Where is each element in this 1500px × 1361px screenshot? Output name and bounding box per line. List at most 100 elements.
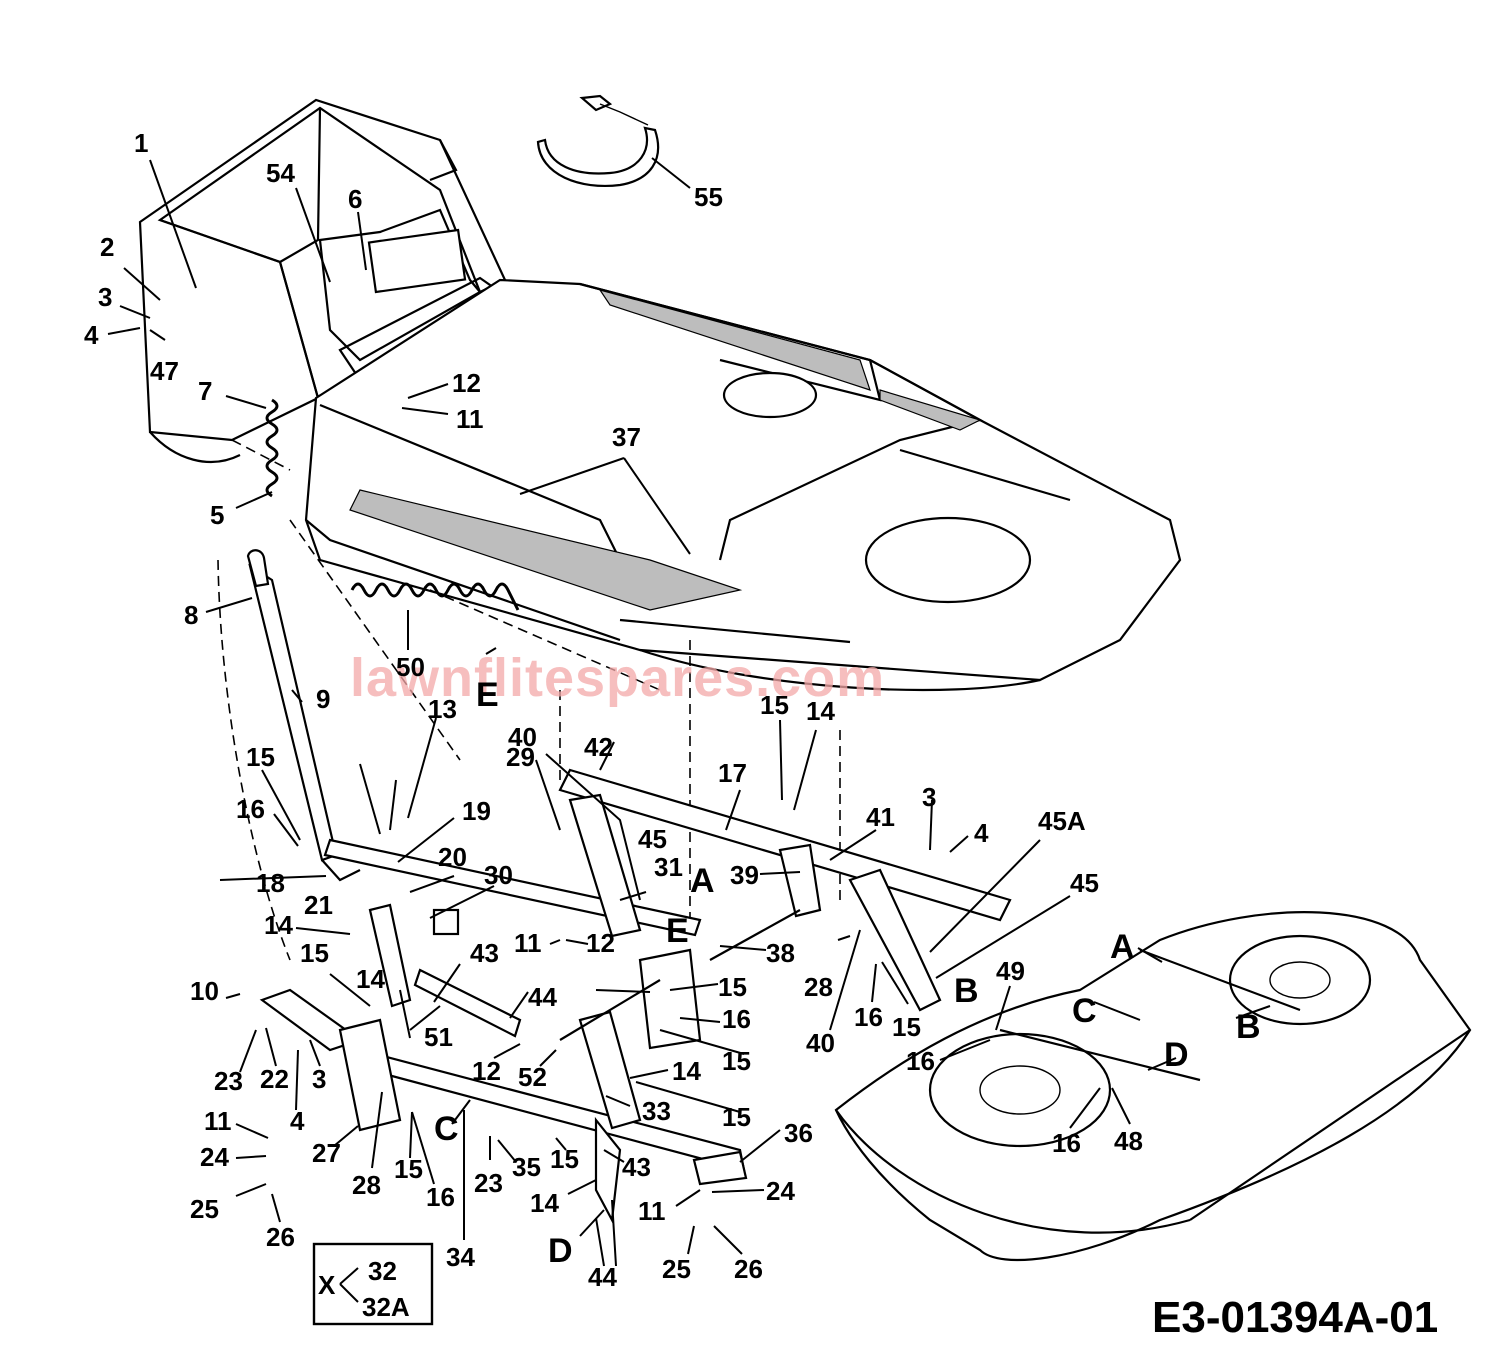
- legend-option-32: 32: [368, 1256, 397, 1286]
- callout-14-lower-mid: 14: [530, 1188, 559, 1218]
- callout-15-left: 15: [246, 742, 275, 772]
- callout-45-mid: 45: [638, 824, 667, 854]
- callout-7: 7: [198, 376, 212, 406]
- callout-11-lower-left: 11: [204, 1106, 232, 1136]
- callout-16-left: 16: [236, 794, 265, 824]
- callout-40-top: 40: [508, 722, 537, 752]
- callout-50: 50: [396, 652, 425, 682]
- callout-49: 49: [996, 956, 1025, 986]
- callout-41: 41: [866, 802, 895, 832]
- callout-C-lower: C: [434, 1110, 459, 1148]
- callout-15-bottom: 15: [394, 1154, 423, 1184]
- callout-23-lower: 23: [474, 1168, 503, 1198]
- callout-C-deck: C: [1072, 992, 1097, 1030]
- springs: [265, 398, 520, 611]
- callout-42: 42: [584, 732, 613, 762]
- callout-D-lower: D: [548, 1232, 573, 1270]
- callout-28-lower: 28: [352, 1170, 381, 1200]
- callout-11: 11: [456, 404, 484, 434]
- callout-55: 55: [694, 182, 723, 212]
- callout-16-right: 16: [854, 1002, 883, 1032]
- callout-24-right: 24: [766, 1176, 795, 1206]
- callout-45A: 45A: [1038, 806, 1086, 836]
- callout-16-deck: 16: [906, 1046, 935, 1076]
- callout-39: 39: [730, 860, 759, 890]
- callout-A-mid: A: [690, 862, 715, 900]
- callout-E-lower: E: [666, 912, 689, 950]
- callout-51: 51: [424, 1022, 453, 1052]
- callout-44-lower: 44: [588, 1262, 617, 1292]
- callout-54: 54: [266, 158, 295, 188]
- callout-24-left: 24: [200, 1142, 229, 1172]
- callout-43-mid: 43: [470, 938, 499, 968]
- callout-22: 22: [260, 1064, 289, 1094]
- callout-15-right: 15: [892, 1012, 921, 1042]
- callout-15-lower-right: 15: [722, 1102, 751, 1132]
- cross-shafts: [259, 768, 1012, 1224]
- callout-A-deck: A: [1110, 928, 1135, 966]
- callout-14-left: 14: [264, 910, 293, 940]
- callout-23-left: 23: [214, 1066, 243, 1096]
- callout-40-lower: 40: [806, 1028, 835, 1058]
- callout-16-mid-right: 16: [722, 1004, 751, 1034]
- callout-35: 35: [512, 1152, 541, 1182]
- mower-deck: [834, 911, 1472, 1262]
- callout-30: 30: [484, 860, 513, 890]
- drawing-code: E3-01394A-01: [1152, 1293, 1438, 1342]
- legend-option-32A: 32A: [362, 1292, 410, 1322]
- lift-linkage-outlines: [217, 439, 841, 961]
- callout-43-lower: 43: [622, 1152, 651, 1182]
- callout-52: 52: [518, 1062, 547, 1092]
- lift-handle: [246, 549, 361, 882]
- callout-31: 31: [654, 852, 683, 882]
- callout-16-deck-lower: 16: [1052, 1128, 1081, 1158]
- callout-45-right: 45: [1070, 868, 1099, 898]
- callout-D-deck: D: [1164, 1036, 1189, 1074]
- callout-28-right: 28: [804, 972, 833, 1002]
- callout-12-mid: 12: [586, 928, 615, 958]
- callout-14-top: 14: [806, 696, 835, 726]
- callout-9: 9: [316, 684, 330, 714]
- watermark-text: lawnflitespares.com: [350, 648, 885, 708]
- callout-17: 17: [718, 758, 747, 788]
- callout-4-right: 4: [974, 818, 989, 848]
- callout-19: 19: [462, 796, 491, 826]
- callout-38: 38: [766, 938, 795, 968]
- callout-14-lower-left: 14: [356, 964, 385, 994]
- callout-29: 29: [506, 742, 535, 772]
- clamp-55: [536, 94, 660, 187]
- callout-27: 27: [312, 1138, 341, 1168]
- callout-37: 37: [612, 422, 641, 452]
- callout-18: 18: [256, 868, 285, 898]
- callout-33: 33: [642, 1096, 671, 1126]
- callout-8: 8: [184, 600, 198, 630]
- callout-10: 10: [190, 976, 219, 1006]
- callout-48: 48: [1114, 1126, 1143, 1156]
- callout-3-right: 3: [922, 782, 936, 812]
- callout-1: 1: [134, 128, 148, 158]
- callout-15-mid-right: 15: [718, 972, 747, 1002]
- callout-44-mid: 44: [528, 982, 557, 1012]
- callout-labels: 1 2 3 4 47 54 6 55 7 12 11 5 37 8 50 E 9…: [84, 128, 1261, 1292]
- callout-14-mid-right: 14: [672, 1056, 701, 1086]
- callout-21: 21: [304, 890, 333, 920]
- legend-symbol: X: [318, 1270, 336, 1300]
- leader-lines: [107, 157, 1271, 1267]
- callout-11-mid: 11: [514, 928, 542, 958]
- callout-15-top: 15: [760, 690, 789, 720]
- callout-12: 12: [452, 368, 481, 398]
- callout-36: 36: [784, 1118, 813, 1148]
- callout-B-left: B: [954, 972, 979, 1010]
- callout-26-left: 26: [266, 1222, 295, 1252]
- callout-3: 3: [98, 282, 112, 312]
- callout-25-left: 25: [190, 1194, 219, 1224]
- callout-6: 6: [348, 184, 362, 214]
- callout-4: 4: [84, 320, 99, 350]
- callout-12-lower: 12: [472, 1056, 501, 1086]
- legend-box: [312, 1242, 434, 1326]
- footplate-body: [304, 278, 1182, 692]
- callout-15-lower-left: 15: [300, 938, 329, 968]
- callout-16-bottom: 16: [426, 1182, 455, 1212]
